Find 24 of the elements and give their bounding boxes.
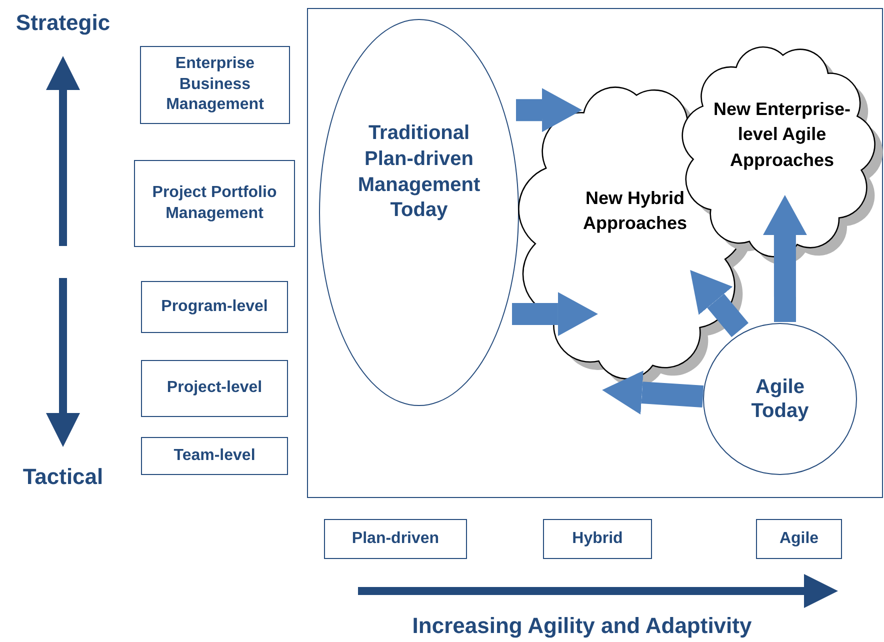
node-label: Plan-driven bbox=[350, 528, 440, 549]
level-box bbox=[140, 46, 290, 124]
level-box bbox=[141, 437, 288, 475]
node-label: New Enterprise-level Agile Approaches bbox=[712, 98, 852, 172]
node-label: New Hybrid Approaches bbox=[582, 186, 688, 235]
node-label: Program-level bbox=[160, 296, 269, 317]
level-box bbox=[141, 360, 288, 417]
node-label: Traditional Plan-driven Management Today bbox=[356, 121, 482, 224]
level-box bbox=[543, 519, 652, 559]
axis-label: Tactical bbox=[22, 464, 104, 490]
level-box bbox=[134, 160, 295, 247]
level-box bbox=[324, 519, 467, 559]
node-label: Agile bbox=[778, 528, 820, 549]
level-box bbox=[756, 519, 842, 559]
frame-panel bbox=[307, 8, 883, 498]
node-label: Project-level bbox=[166, 378, 264, 398]
axis-label: Strategic bbox=[16, 10, 110, 36]
node-label: Enterprise Business Management bbox=[165, 54, 265, 116]
node-label: Agile Today bbox=[750, 375, 810, 423]
axis-label: Increasing Agility and Adaptivity bbox=[412, 613, 752, 639]
node-label: Hybrid bbox=[571, 528, 624, 549]
level-box bbox=[141, 281, 288, 333]
node-label: Team-level bbox=[172, 446, 256, 466]
node-label: Project Portfolio Management bbox=[151, 182, 278, 224]
